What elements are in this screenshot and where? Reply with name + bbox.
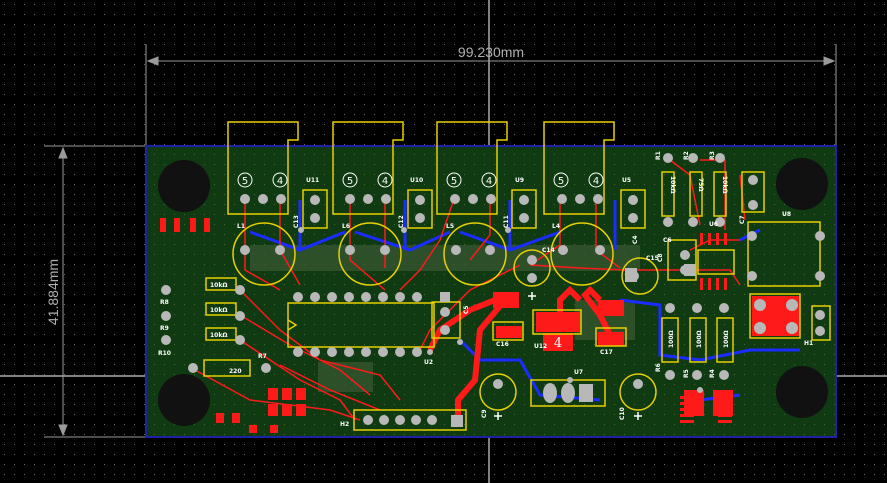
label-u11: U11 — [306, 177, 319, 184]
pin-4-l6: 4 — [382, 176, 388, 187]
switch-pads — [754, 299, 798, 334]
polarity-marks — [494, 292, 642, 420]
value-100-2: 100Ω — [696, 330, 703, 348]
value-10k-vert-2: 10kΩ — [721, 176, 728, 193]
label-r10: R10 — [158, 350, 171, 357]
label-r7: R7 — [258, 353, 267, 360]
label-h2: H2 — [340, 421, 349, 428]
label-c6: C6 — [663, 237, 672, 244]
through-hole-pads — [161, 153, 825, 425]
pin-numbers: 5 4 5 4 5 4 5 4 — [237, 172, 604, 188]
silkscreen-labels: U11 U10 U9 U5 U8 U6 U2 U7 U12 L1 L6 L5 L… — [158, 151, 813, 428]
pin-5-l5: 5 — [451, 176, 457, 187]
value-10k-vert-1: 10kΩ — [669, 176, 676, 193]
pin-5-l1: 5 — [242, 176, 248, 187]
label-c4: C4 — [632, 235, 639, 244]
value-100-1: 100Ω — [668, 330, 675, 348]
label-r9: R9 — [160, 325, 169, 332]
pin-4-l5: 4 — [486, 176, 492, 187]
label-r8: R8 — [160, 299, 169, 306]
label-r3: R3 — [709, 151, 716, 160]
label-u6: U6 — [709, 221, 718, 228]
label-c11: C11 — [503, 215, 510, 228]
label-r1: R1 — [655, 151, 662, 160]
label-u9: U9 — [515, 177, 524, 184]
label-c17: C17 — [600, 349, 613, 356]
silkscreen-outlines — [203, 121, 831, 431]
label-r6: R6 — [655, 363, 662, 372]
label-c14: C14 — [542, 247, 555, 254]
pin-5-l6: 5 — [347, 176, 353, 187]
label-r2: R2 — [683, 151, 690, 160]
label-u2: U2 — [424, 359, 433, 366]
label-r4: R4 — [709, 369, 716, 378]
label-r5: R5 — [683, 369, 690, 378]
width-dimension-label: 99.230mm — [458, 44, 524, 60]
bottom-copper-traces — [249, 200, 800, 402]
width-dimension — [145, 44, 837, 146]
ic-smd-pins — [680, 233, 732, 423]
oval-pads — [543, 383, 575, 403]
pad-number-4: 4 — [554, 336, 562, 351]
label-l5: L5 — [446, 223, 454, 230]
pin-4-l1: 4 — [277, 176, 283, 187]
label-l6: L6 — [342, 223, 350, 230]
pin-5-l4: 5 — [558, 176, 564, 187]
vias — [298, 227, 703, 393]
label-h1: H1 — [804, 340, 813, 347]
label-c7: C7 — [739, 215, 746, 224]
label-c8: C8 — [657, 253, 664, 262]
value-10k-2: 10kΩ — [210, 307, 227, 314]
label-c9: C9 — [481, 409, 488, 418]
square-pads — [440, 264, 696, 427]
height-dimension — [44, 145, 146, 438]
value-10k-1: 10kΩ — [210, 282, 227, 289]
mounting-holes — [158, 158, 828, 426]
label-u7: U7 — [574, 369, 583, 376]
value-220: 220 — [229, 368, 242, 375]
label-c5: C5 — [463, 305, 470, 314]
label-c12: C12 — [398, 215, 405, 228]
label-l1: L1 — [237, 223, 245, 230]
value-75: 75Ω — [697, 178, 704, 191]
label-c10: C10 — [619, 407, 626, 420]
label-l4: L4 — [552, 223, 560, 230]
top-copper-power-traces — [427, 285, 613, 420]
label-u8: U8 — [782, 211, 791, 218]
label-c15: C15 — [646, 255, 659, 262]
label-u5: U5 — [622, 177, 631, 184]
label-c13: C13 — [293, 215, 300, 228]
height-dimension-label: 41.884mm — [45, 259, 61, 325]
component-values: 10kΩ 10kΩ 10kΩ 220 10kΩ 75Ω 10kΩ 100Ω 10… — [210, 176, 730, 375]
value-100-3: 100Ω — [723, 330, 730, 348]
label-c16: C16 — [496, 341, 509, 348]
value-10k-3: 10kΩ — [210, 332, 227, 339]
label-u10: U10 — [410, 177, 423, 184]
pin-4-l4: 4 — [593, 176, 599, 187]
label-u12: U12 — [534, 343, 547, 350]
